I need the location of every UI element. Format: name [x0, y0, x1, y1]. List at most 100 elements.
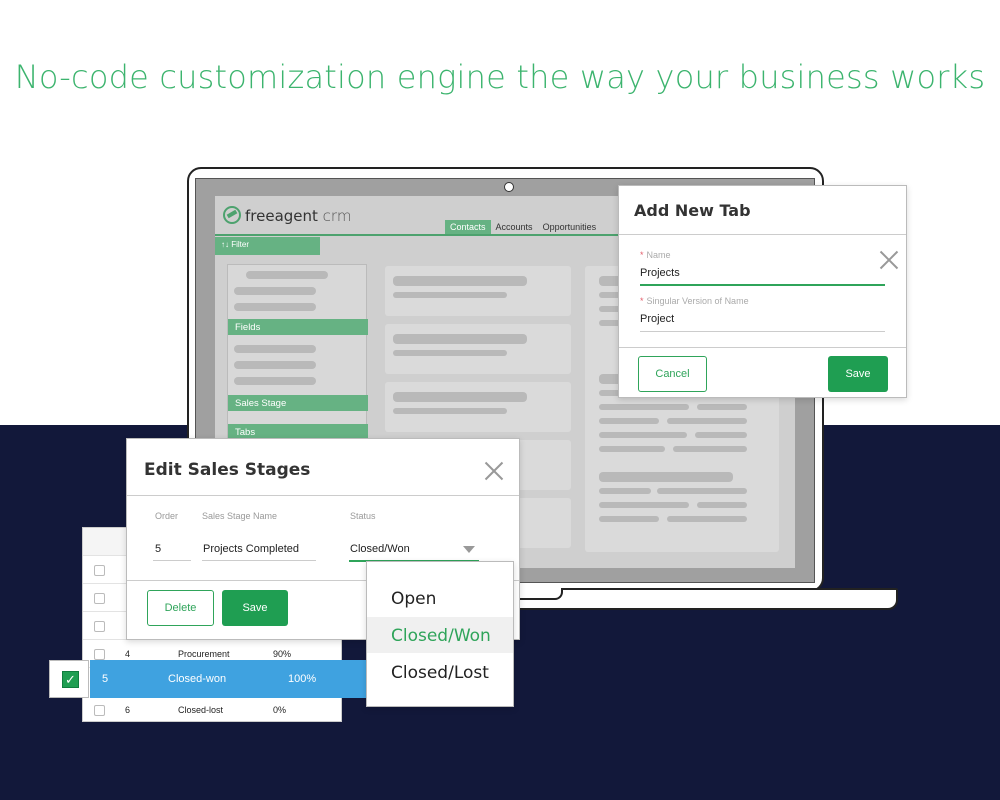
- add-new-tab-dialog: Add New Tab *Name Projects *Singular Ver…: [618, 185, 907, 398]
- placeholder-line: [599, 446, 665, 452]
- placeholder-line: [599, 488, 651, 494]
- placeholder-line: [234, 345, 316, 353]
- panel-tab-tabs[interactable]: Tabs: [228, 424, 368, 440]
- row-stage-name: Closed-won: [168, 673, 227, 685]
- nav-tab-contacts[interactable]: Contacts: [445, 220, 491, 234]
- dialog-title: Edit Sales Stages: [144, 460, 311, 480]
- name-field[interactable]: Projects: [640, 267, 680, 279]
- singular-name-field[interactable]: Project: [640, 313, 675, 325]
- row-checkbox[interactable]: [94, 705, 105, 716]
- table-row[interactable]: 6 Closed-lost 0%: [83, 696, 341, 724]
- selected-table-row[interactable]: ✓ 5 Closed-won 100%: [49, 660, 370, 698]
- row-checkbox[interactable]: [94, 649, 105, 660]
- save-button[interactable]: Save: [828, 356, 888, 392]
- status-select[interactable]: Closed/Won: [350, 543, 410, 555]
- row-probability: 100%: [288, 673, 317, 685]
- page-headline: No-code customization engine the way you…: [14, 58, 986, 96]
- placeholder-line: [599, 432, 687, 438]
- status-option-open[interactable]: Open: [391, 589, 437, 609]
- dialog-title: Add New Tab: [634, 201, 751, 220]
- divider: [619, 234, 906, 235]
- camera-icon: [504, 182, 514, 192]
- divider: [127, 580, 519, 581]
- placeholder-line: [234, 303, 316, 311]
- status-column-header: Status: [350, 511, 376, 521]
- placeholder-line: [599, 320, 629, 326]
- placeholder-line: [393, 334, 527, 344]
- placeholder-line: [393, 276, 527, 286]
- main-nav: Contacts Accounts Opportunities: [445, 220, 601, 234]
- divider: [127, 495, 519, 496]
- placeholder-line: [599, 276, 629, 286]
- row-checkbox[interactable]: [94, 565, 105, 576]
- placeholder-line: [599, 516, 659, 522]
- required-marker: *: [640, 250, 644, 260]
- placeholder-line: [697, 502, 747, 508]
- singular-label-text: Singular Version of Name: [646, 296, 749, 306]
- row-order: 6: [125, 705, 131, 715]
- panel-tab-sales-stage[interactable]: Sales Stage: [228, 395, 368, 411]
- cancel-button[interactable]: Cancel: [638, 356, 707, 392]
- singular-field-underline: [640, 331, 885, 332]
- placeholder-line: [246, 271, 328, 279]
- placeholder-line: [393, 392, 527, 402]
- nav-tab-accounts[interactable]: Accounts: [495, 222, 533, 232]
- placeholder-line: [599, 306, 629, 312]
- logo-text: freeagent: [245, 207, 318, 225]
- row-order: 5: [102, 673, 109, 685]
- name-label-text: Name: [646, 250, 671, 260]
- placeholder-line: [393, 350, 507, 356]
- status-option-closed-won[interactable]: Closed/Won: [367, 617, 513, 653]
- stage-name-column-header: Sales Stage Name: [202, 511, 278, 521]
- delete-button[interactable]: Delete: [147, 590, 214, 626]
- save-button[interactable]: Save: [222, 590, 288, 626]
- checkmark-icon: ✓: [62, 671, 79, 688]
- placeholder-line: [599, 472, 733, 482]
- content-card: [385, 382, 571, 432]
- placeholder-line: [695, 432, 747, 438]
- content-card: [385, 266, 571, 316]
- row-checkbox[interactable]: [94, 621, 105, 632]
- selected-row-bar[interactable]: 5 Closed-won 100%: [90, 660, 370, 698]
- row-checkbox[interactable]: [94, 593, 105, 604]
- logo-crm-text: crm: [317, 207, 352, 225]
- row-probability: 90%: [273, 649, 292, 659]
- order-input-underline: [153, 560, 191, 561]
- chevron-down-icon[interactable]: [463, 546, 475, 553]
- placeholder-line: [697, 404, 747, 410]
- close-icon[interactable]: [879, 250, 899, 270]
- placeholder-line: [667, 418, 747, 424]
- row-probability: 0%: [273, 705, 287, 715]
- required-marker: *: [640, 296, 644, 306]
- placeholder-line: [234, 377, 316, 385]
- order-column-header: Order: [155, 511, 179, 521]
- close-icon[interactable]: [484, 461, 506, 483]
- filter-button[interactable]: ↑↓ Filter: [215, 237, 320, 255]
- placeholder-line: [599, 502, 689, 508]
- placeholder-line: [673, 446, 747, 452]
- status-dropdown-menu: Open Closed/Won Closed/Lost: [366, 561, 514, 707]
- placeholder-line: [599, 418, 659, 424]
- nav-tab-opportunities[interactable]: Opportunities: [542, 222, 597, 232]
- placeholder-line: [599, 292, 629, 298]
- row-stage-name: Closed-lost: [178, 705, 224, 715]
- placeholder-line: [234, 361, 316, 369]
- placeholder-line: [393, 292, 507, 298]
- selected-row-checkbox[interactable]: ✓: [49, 660, 89, 698]
- stage-name-underline: [202, 560, 316, 561]
- row-stage-name: Procurement: [178, 649, 230, 659]
- row-order: 4: [125, 649, 131, 659]
- placeholder-line: [599, 404, 689, 410]
- stage-name-input[interactable]: Projects Completed: [203, 543, 299, 555]
- placeholder-line: [393, 408, 507, 414]
- placeholder-line: [657, 488, 747, 494]
- logo-icon: [223, 206, 241, 224]
- order-input[interactable]: 5: [155, 543, 162, 555]
- placeholder-line: [667, 516, 747, 522]
- placeholder-line: [234, 287, 316, 295]
- name-field-label: *Name: [640, 250, 671, 260]
- panel-tab-fields[interactable]: Fields: [228, 319, 368, 335]
- singular-name-label: *Singular Version of Name: [640, 296, 749, 306]
- status-option-closed-lost[interactable]: Closed/Lost: [391, 663, 489, 683]
- divider: [619, 347, 906, 348]
